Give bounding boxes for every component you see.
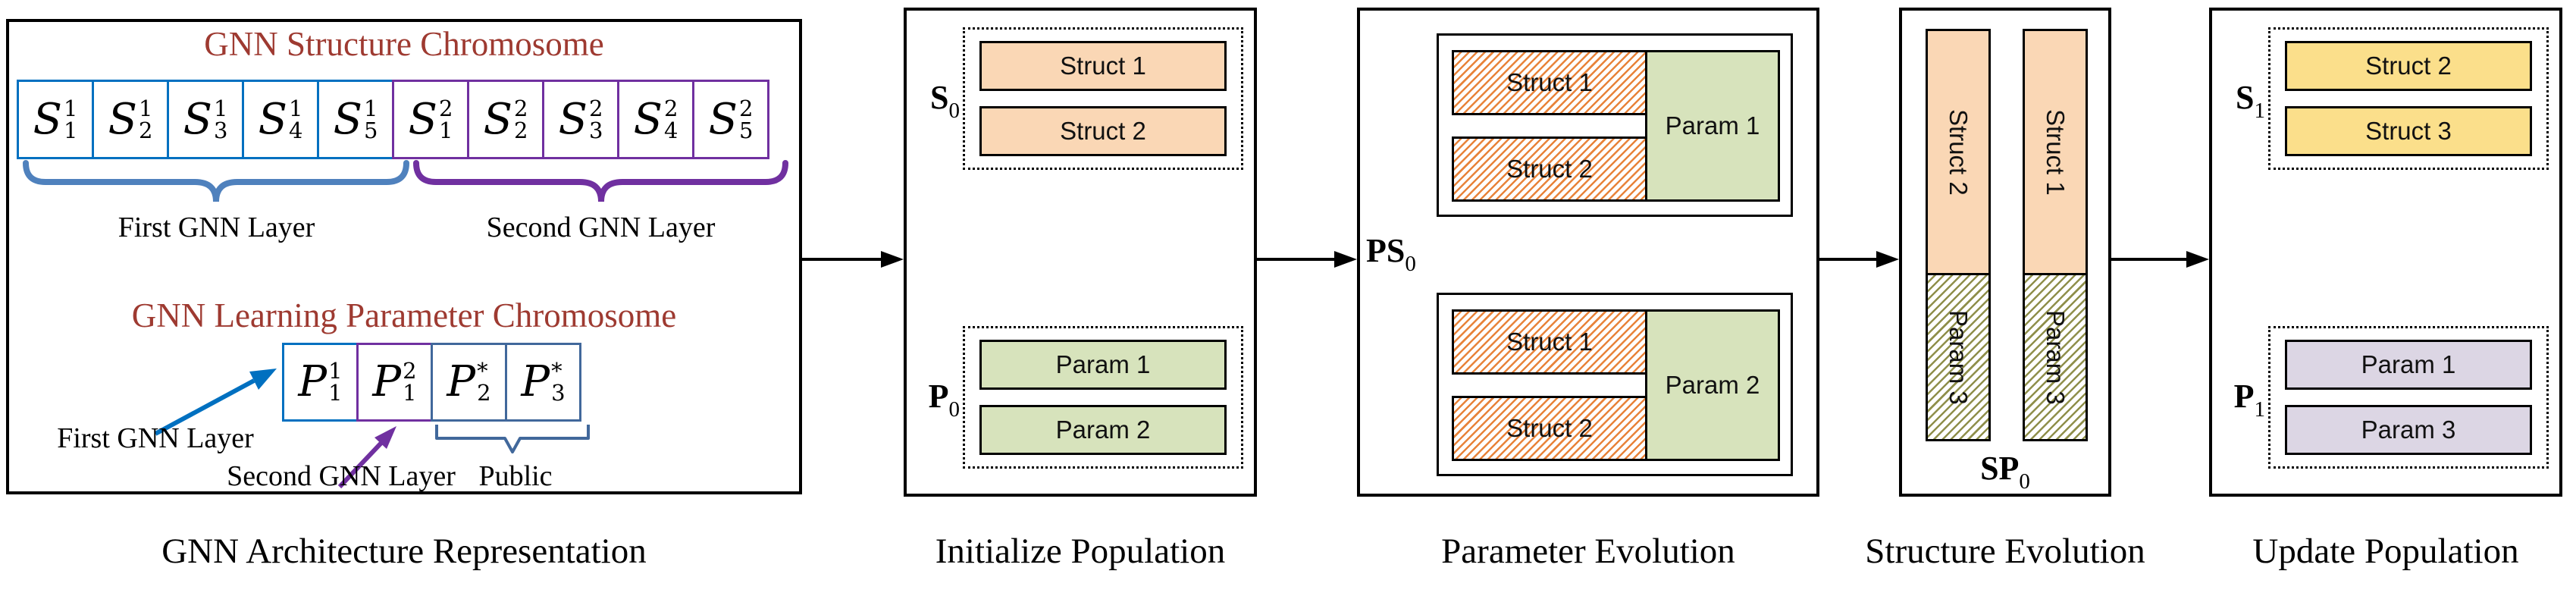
caption-parameter-evolution: Parameter Evolution — [1441, 532, 1735, 571]
parameter-chromosome-title: GNN Learning Parameter Chromosome — [131, 296, 677, 334]
first-gnn-layer-annotation: First GNN Layer — [57, 422, 254, 454]
p-cell: P*3 — [505, 343, 581, 422]
struct-box-hatched: Struct 1 — [1452, 309, 1647, 375]
flow-arrow-4 — [2111, 251, 2209, 268]
s0-group-box — [963, 27, 1243, 170]
struct-box: Struct 3 — [2285, 106, 2532, 156]
evolved-individual-bar: Struct 1 Param 3 — [2023, 29, 2088, 441]
parameter-annotations — [154, 369, 590, 489]
struct-box: Struct 1 — [979, 41, 1227, 91]
struct-box: Struct 2 — [2285, 41, 2532, 91]
structure-chromosome-title: GNN Structure Chromosome — [204, 25, 604, 63]
param-box: Param 2 — [1645, 309, 1780, 461]
param-box: Param 2 — [979, 405, 1227, 455]
second-gnn-layer-annotation: Second GNN Layer — [227, 460, 456, 492]
caption-initialize: Initialize Population — [935, 532, 1226, 571]
flow-arrow-3 — [1819, 251, 1899, 268]
s0-label: S0 — [930, 79, 960, 123]
sp0-label: SP0 — [1980, 450, 2030, 494]
caption-architecture: GNN Architecture Representation — [161, 532, 647, 571]
struct-box-hatched: Struct 1 — [1452, 50, 1647, 115]
p1-group-box — [2268, 326, 2549, 469]
param-box: Param 1 — [1645, 50, 1780, 202]
struct-box-hatched: Struct 2 — [1452, 396, 1647, 461]
first-layer-brace — [23, 160, 409, 202]
param-section-hatched: Param 3 — [2025, 275, 2086, 439]
param-section-hatched: Param 3 — [1928, 275, 1988, 439]
flow-arrow-1 — [802, 251, 904, 268]
param-box: Param 1 — [2285, 340, 2532, 390]
p-cell: P*2 — [431, 343, 507, 422]
struct-section: Struct 1 — [2025, 31, 2086, 275]
struct-section: Struct 2 — [1928, 31, 1988, 275]
p1-label: P1 — [2233, 378, 2265, 422]
p0-label: P0 — [928, 378, 960, 422]
struct-box: Struct 2 — [979, 106, 1227, 156]
p0-group-box — [963, 326, 1243, 469]
second-gnn-layer-label: Second GNN Layer — [486, 212, 716, 243]
ps0-label: PS0 — [1366, 232, 1416, 276]
second-layer-brace — [413, 160, 788, 202]
s1-label: S1 — [2236, 79, 2265, 123]
param-box: Param 3 — [2285, 405, 2532, 455]
public-annotation: Public — [478, 460, 553, 492]
caption-structure-evolution: Structure Evolution — [1865, 532, 2145, 571]
first-gnn-layer-label: First GNN Layer — [118, 212, 315, 243]
s1-group-box — [2268, 27, 2549, 170]
caption-update: Update Population — [2252, 532, 2519, 571]
struct-box-hatched: Struct 2 — [1452, 136, 1647, 202]
flow-arrow-2 — [1257, 251, 1357, 268]
param-box: Param 1 — [979, 340, 1227, 390]
evolved-individual-bar: Struct 2 Param 3 — [1926, 29, 1991, 441]
